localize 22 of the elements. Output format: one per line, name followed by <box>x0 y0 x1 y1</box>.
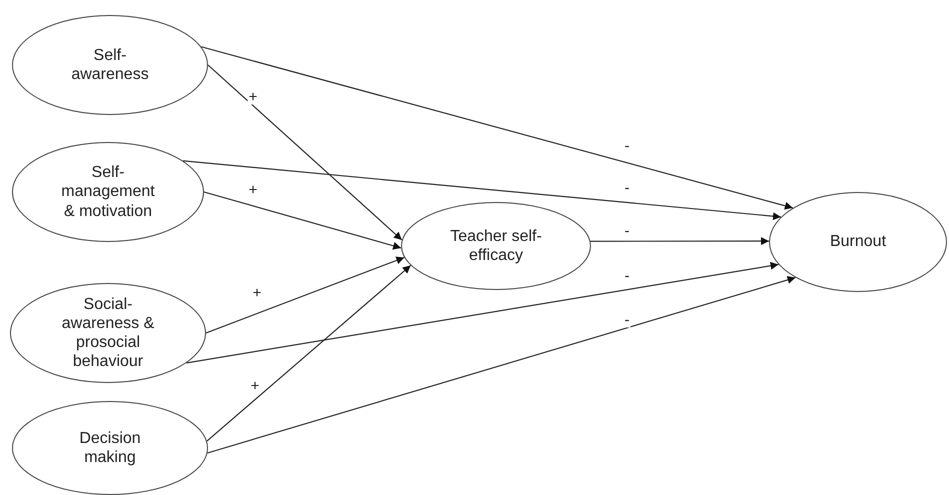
arrow <box>590 237 770 246</box>
ellipse-node <box>12 15 208 115</box>
node-label: Self- awareness <box>70 46 150 84</box>
arrow <box>206 264 412 442</box>
arrow <box>207 276 796 454</box>
node-label: Decision making <box>78 428 142 468</box>
ellipse-node <box>10 283 206 383</box>
arrow <box>204 191 402 250</box>
node-label: Self- management & motivation <box>60 163 156 221</box>
edge-label: + <box>248 90 258 104</box>
node-label: Burnout <box>830 232 886 252</box>
arrow <box>201 46 793 210</box>
ellipse-node <box>769 192 947 292</box>
ellipse-node <box>12 401 208 495</box>
arrow <box>182 160 782 220</box>
arrow <box>206 256 404 334</box>
node-label: Social- awareness & prosocial behaviour <box>60 294 156 372</box>
arrow <box>186 262 779 364</box>
ellipse-node <box>401 202 591 290</box>
arrow <box>208 64 402 240</box>
node-label: Teacher self-efficacy <box>449 226 543 266</box>
ellipse-node <box>12 142 204 242</box>
